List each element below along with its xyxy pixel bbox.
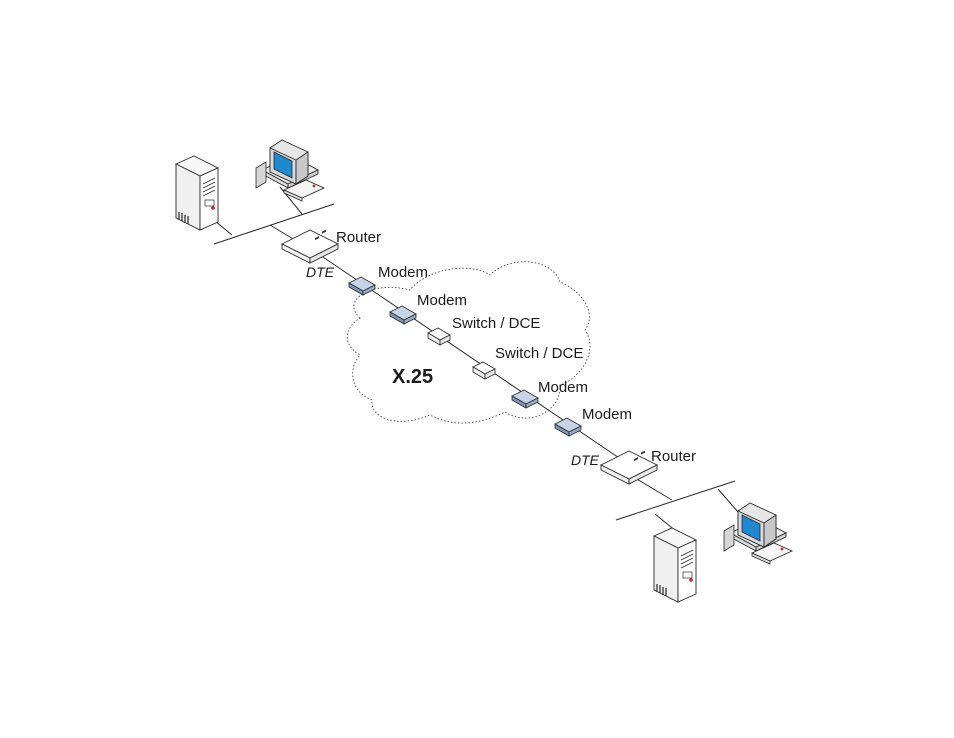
- bottom-router[interactable]: [600, 450, 658, 485]
- cloud-modem-2-label: Modem: [538, 379, 588, 396]
- bottom-lan-segment: [615, 480, 736, 521]
- top-router-label: Router: [336, 229, 381, 246]
- top-server[interactable]: [175, 155, 219, 231]
- top-modem-label: Modem: [378, 264, 428, 281]
- cloud-modem-1-label: Modem: [417, 292, 467, 309]
- bottom-server[interactable]: [653, 527, 697, 603]
- top-modem[interactable]: [348, 276, 376, 296]
- bottom-router-label: Router: [651, 448, 696, 465]
- switch-dce-2-label: Switch / DCE: [495, 345, 583, 362]
- top-router[interactable]: [281, 229, 339, 264]
- switch-dce-1-label: Switch / DCE: [452, 315, 540, 332]
- bottom-dte-label: DTE: [571, 452, 600, 468]
- cloud-modem-1[interactable]: [389, 305, 417, 325]
- x25-cloud: [346, 261, 591, 424]
- bottom-modem-label: Modem: [582, 406, 632, 423]
- x25-label: X.25: [392, 366, 433, 388]
- top-workstation[interactable]: [255, 139, 325, 202]
- top-lan-segment: [213, 203, 335, 245]
- network-links: [203, 186, 746, 537]
- switch-dce-2[interactable]: [472, 361, 496, 380]
- bottom-workstation[interactable]: [723, 502, 793, 565]
- cloud-modem-2[interactable]: [511, 389, 539, 409]
- top-dte-label: DTE: [306, 264, 335, 280]
- bottom-modem[interactable]: [554, 417, 582, 437]
